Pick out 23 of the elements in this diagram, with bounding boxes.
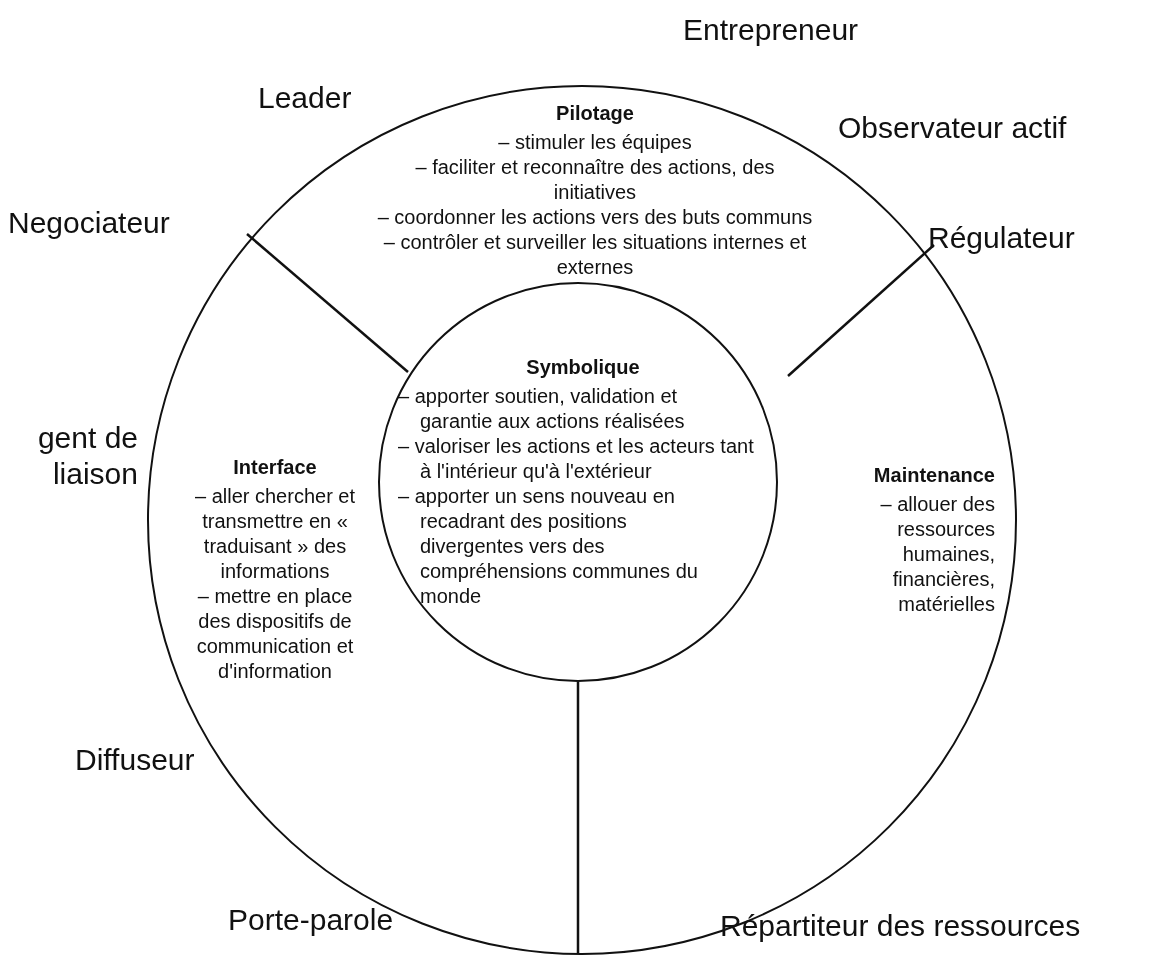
bullet-text: – apporter un sens nouveau en recadrant des positions divergentes vers des compréhensions communes du monde <box>398 484 699 609</box>
role-label: Diffuseur <box>75 742 195 778</box>
section-heading: Symbolique <box>526 355 640 380</box>
role-label: Leader <box>258 80 352 116</box>
bullet-text: – mettre en place des dispositifs de communication et d'information <box>195 584 355 684</box>
bullet-text: – allouer des ressources humaines, financières, matérielles <box>879 492 995 617</box>
role-label: Répartiteur des ressources <box>720 908 1081 944</box>
role-label: Porte-parole <box>228 902 394 938</box>
role-label: Negociateur <box>8 205 170 241</box>
section-heading: Maintenance <box>873 463 995 488</box>
role-label: gent de liaison <box>36 420 138 492</box>
bullet-text: – contrôler et surveiller les situations internes et externes <box>382 230 808 280</box>
bullet-text: – faciliter et reconnaître des actions, des initiatives <box>414 155 776 205</box>
section-heading: Interface <box>233 455 317 480</box>
role-label: Observateur actif <box>838 110 1067 146</box>
bullet-text: – aller chercher et transmettre en « traduisant » des informations <box>193 484 357 584</box>
role-label: Régulateur <box>928 220 1075 256</box>
bullet-text: – valoriser les actions et les acteurs tant à l'intérieur qu'à l'extérieur <box>398 434 755 484</box>
bullet-text: – apporter soutien, validation et garantie aux actions réalisées <box>398 384 686 434</box>
bullet-text: – stimuler les équipes <box>497 130 693 155</box>
section-heading: Pilotage <box>556 101 634 126</box>
bullet-text: – coordonner les actions vers des buts communs <box>376 205 814 230</box>
role-label: Entrepreneur <box>683 12 859 48</box>
